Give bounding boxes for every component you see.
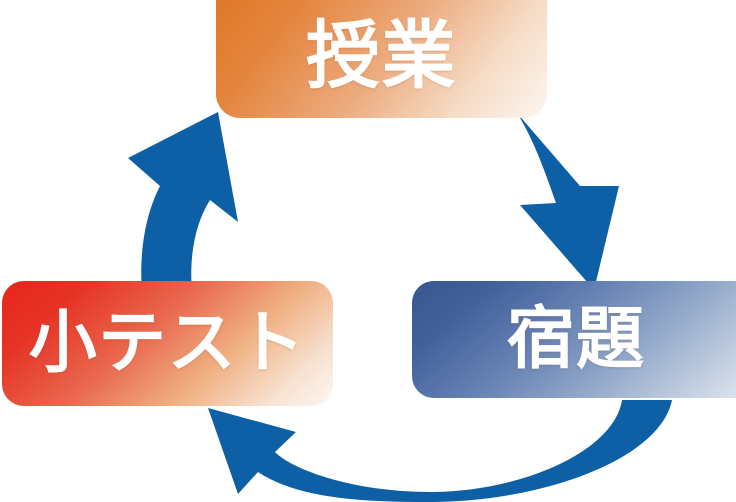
node-quiz-label: 小テスト: [28, 303, 307, 383]
node-homework-label: 宿題: [506, 299, 646, 379]
arrow-homework-to-quiz: [208, 400, 672, 502]
arrow-quiz-to-class: [128, 112, 238, 330]
node-quiz[interactable]: 小テスト: [2, 281, 333, 406]
node-class[interactable]: 授業: [216, 0, 547, 118]
node-class-label: 授業: [306, 13, 457, 99]
arrow-class-to-homework: [517, 113, 619, 290]
node-homework[interactable]: 宿題: [412, 281, 736, 398]
